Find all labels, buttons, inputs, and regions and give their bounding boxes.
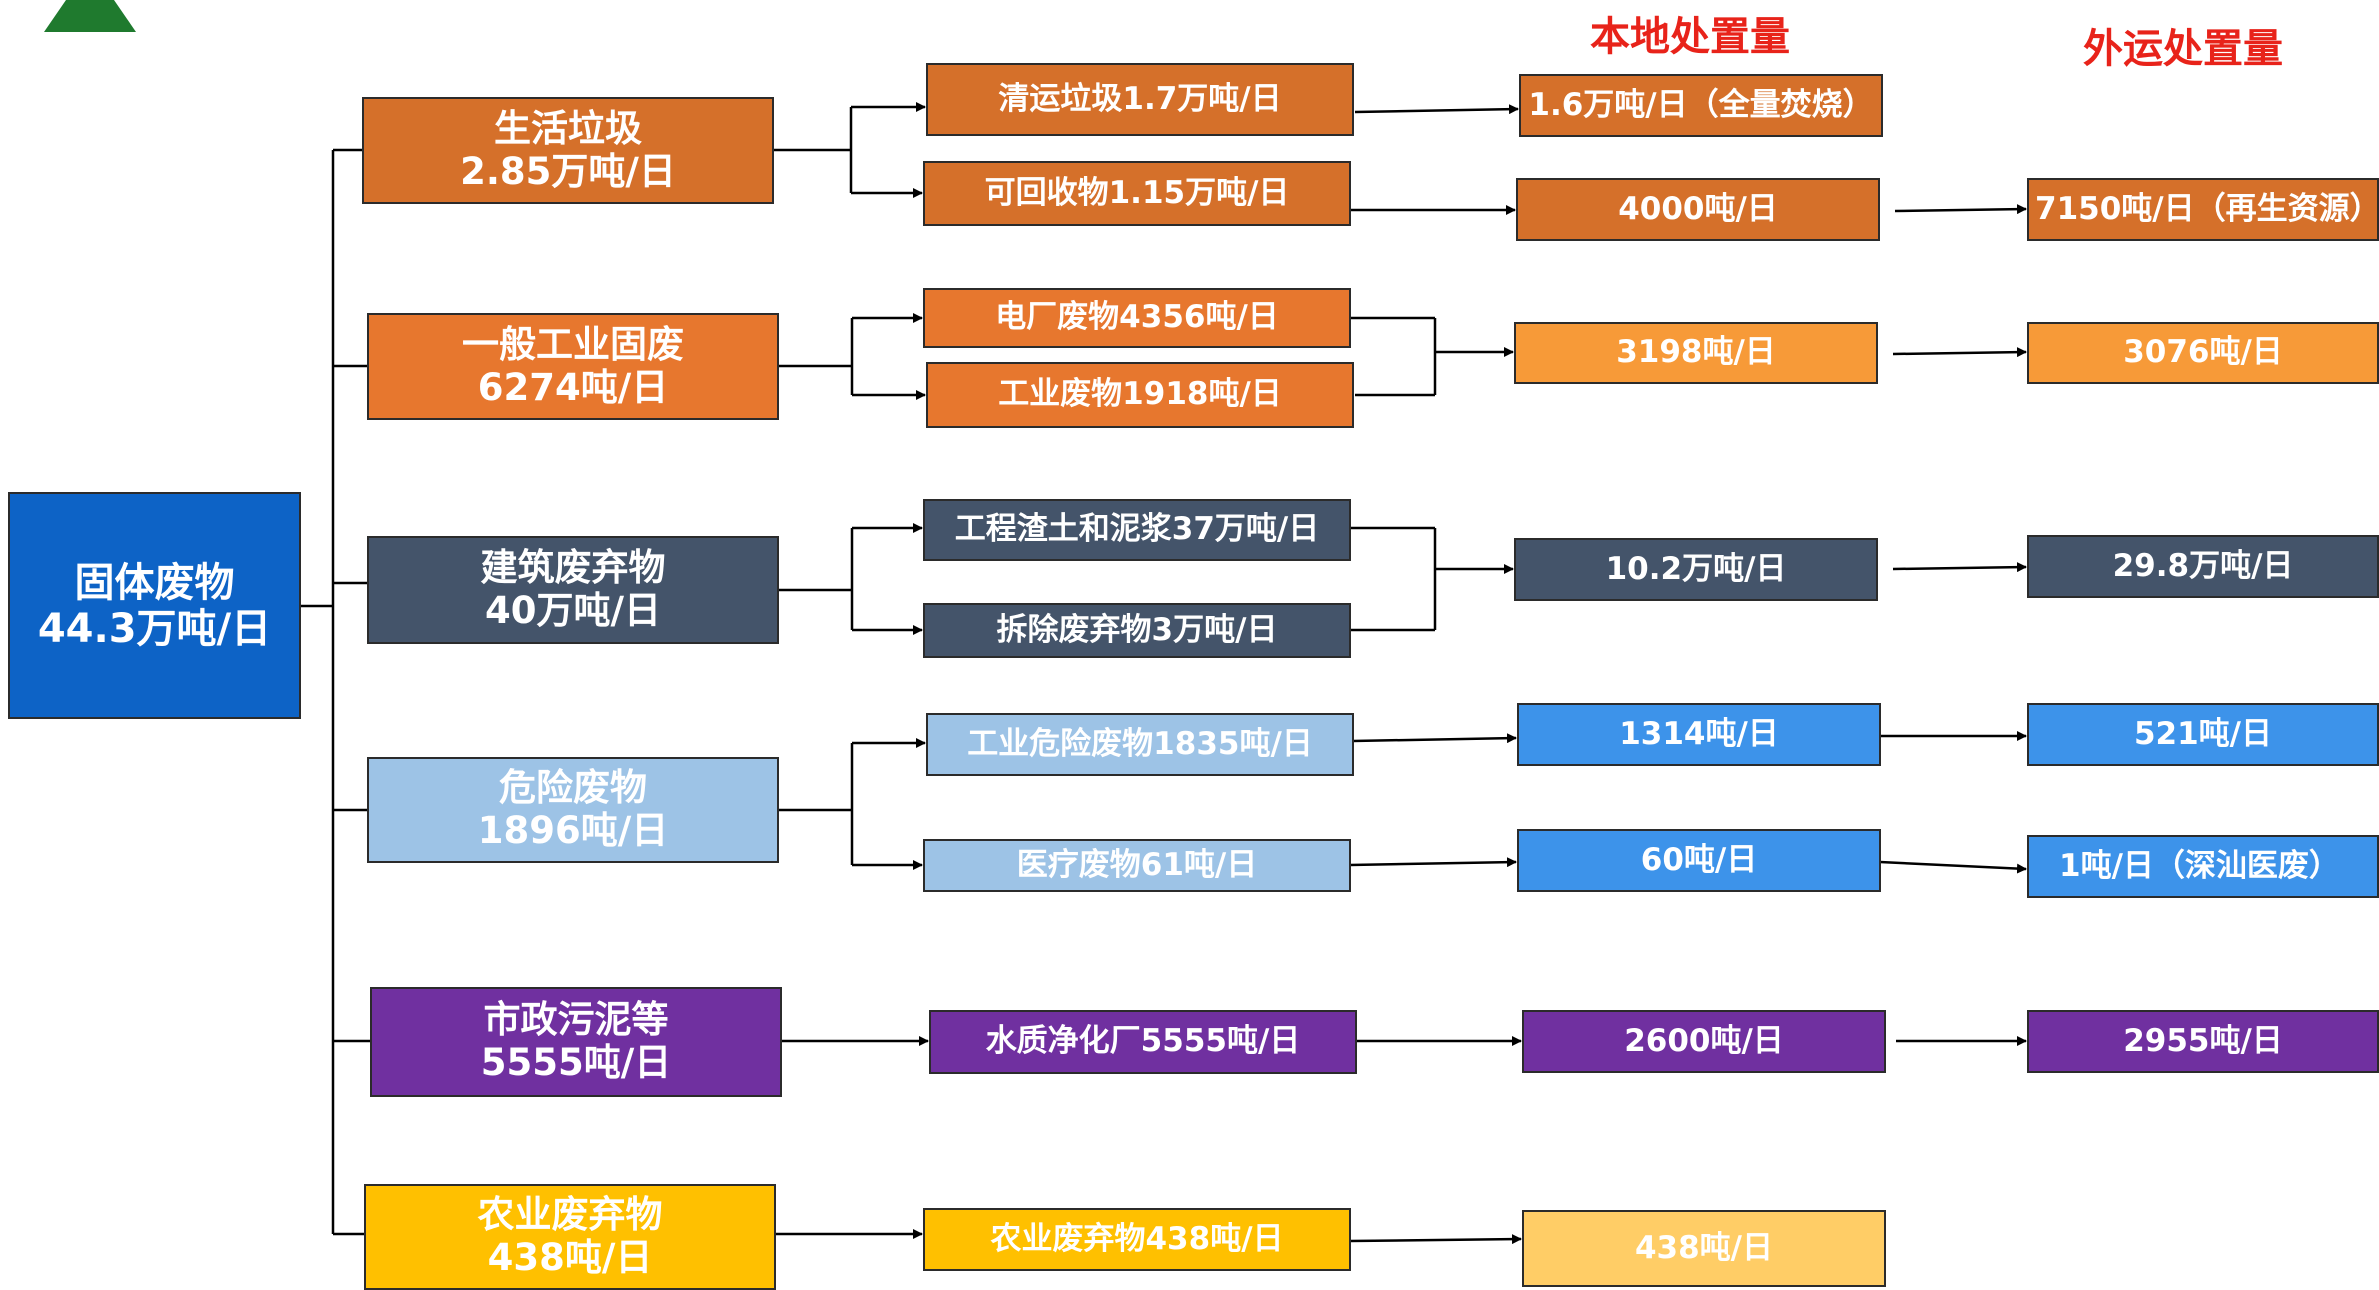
- subitem-household-recycle: 可回收物1.15万吨/日: [923, 161, 1351, 226]
- external-hazardous-industrial: 521吨/日: [2027, 703, 2379, 766]
- subitem-construction-muck: 工程渣土和泥浆37万吨/日: [923, 499, 1351, 561]
- subitem-agriculture: 农业废弃物438吨/日: [923, 1208, 1351, 1271]
- external-hazardous-medical: 1吨/日（深汕医废）: [2027, 835, 2379, 898]
- category-agriculture-title: 农业废弃物: [477, 1193, 663, 1237]
- category-household: 生活垃圾 2.85万吨/日: [362, 97, 774, 204]
- local-sludge: 2600吨/日: [1522, 1010, 1886, 1073]
- category-hazardous-amount: 1896吨/日: [477, 809, 669, 852]
- category-construction: 建筑废弃物 40万吨/日: [367, 536, 779, 644]
- subitem-industrial-power: 电厂废物4356吨/日: [923, 288, 1351, 348]
- local-industrial: 3198吨/日: [1514, 322, 1878, 384]
- local-household-recycle: 4000吨/日: [1516, 178, 1880, 241]
- external-disposal-header: 外运处置量: [2083, 26, 2283, 72]
- root-amount: 44.3万吨/日: [37, 605, 272, 652]
- subitem-household-clean: 清运垃圾1.7万吨/日: [926, 63, 1354, 136]
- external-household-recycle: 7150吨/日（再生资源）: [2027, 178, 2379, 241]
- category-hazardous-title: 危险废物: [499, 766, 647, 810]
- external-sludge: 2955吨/日: [2027, 1010, 2379, 1073]
- local-agriculture: 438吨/日: [1522, 1210, 1886, 1287]
- subitem-construction-demolition: 拆除废弃物3万吨/日: [923, 603, 1351, 658]
- category-industrial-title: 一般工业固废: [462, 322, 684, 366]
- category-industrial: 一般工业固废 6274吨/日: [367, 313, 779, 420]
- subitem-hazardous-medical: 医疗废物61吨/日: [923, 839, 1351, 892]
- logo-icon: [44, 0, 136, 32]
- external-industrial: 3076吨/日: [2027, 322, 2379, 384]
- local-hazardous-medical: 60吨/日: [1517, 829, 1881, 892]
- subitem-industrial-waste: 工业废物1918吨/日: [926, 362, 1354, 428]
- category-sludge-amount: 5555吨/日: [480, 1041, 672, 1084]
- local-hazardous-industrial: 1314吨/日: [1517, 703, 1881, 766]
- subitem-sludge-water: 水质净化厂5555吨/日: [929, 1010, 1357, 1074]
- local-household-clean: 1.6万吨/日（全量焚烧）: [1519, 74, 1883, 137]
- category-agriculture-amount: 438吨/日: [487, 1236, 653, 1279]
- category-construction-amount: 40万吨/日: [484, 589, 661, 632]
- category-construction-title: 建筑废弃物: [480, 546, 666, 590]
- category-sludge: 市政污泥等 5555吨/日: [370, 987, 782, 1097]
- local-construction: 10.2万吨/日: [1514, 538, 1878, 601]
- category-sludge-title: 市政污泥等: [483, 998, 669, 1042]
- subitem-hazardous-industrial: 工业危险废物1835吨/日: [926, 713, 1354, 776]
- category-household-title: 生活垃圾: [494, 106, 642, 150]
- category-hazardous: 危险废物 1896吨/日: [367, 757, 779, 863]
- external-construction: 29.8万吨/日: [2027, 535, 2379, 598]
- root-title: 固体废物: [74, 559, 235, 606]
- category-agriculture: 农业废弃物 438吨/日: [364, 1184, 776, 1290]
- local-disposal-header: 本地处置量: [1590, 14, 1790, 60]
- category-household-amount: 2.85万吨/日: [460, 149, 676, 193]
- root-solid-waste: 固体废物 44.3万吨/日: [8, 492, 301, 719]
- category-industrial-amount: 6274吨/日: [477, 365, 669, 409]
